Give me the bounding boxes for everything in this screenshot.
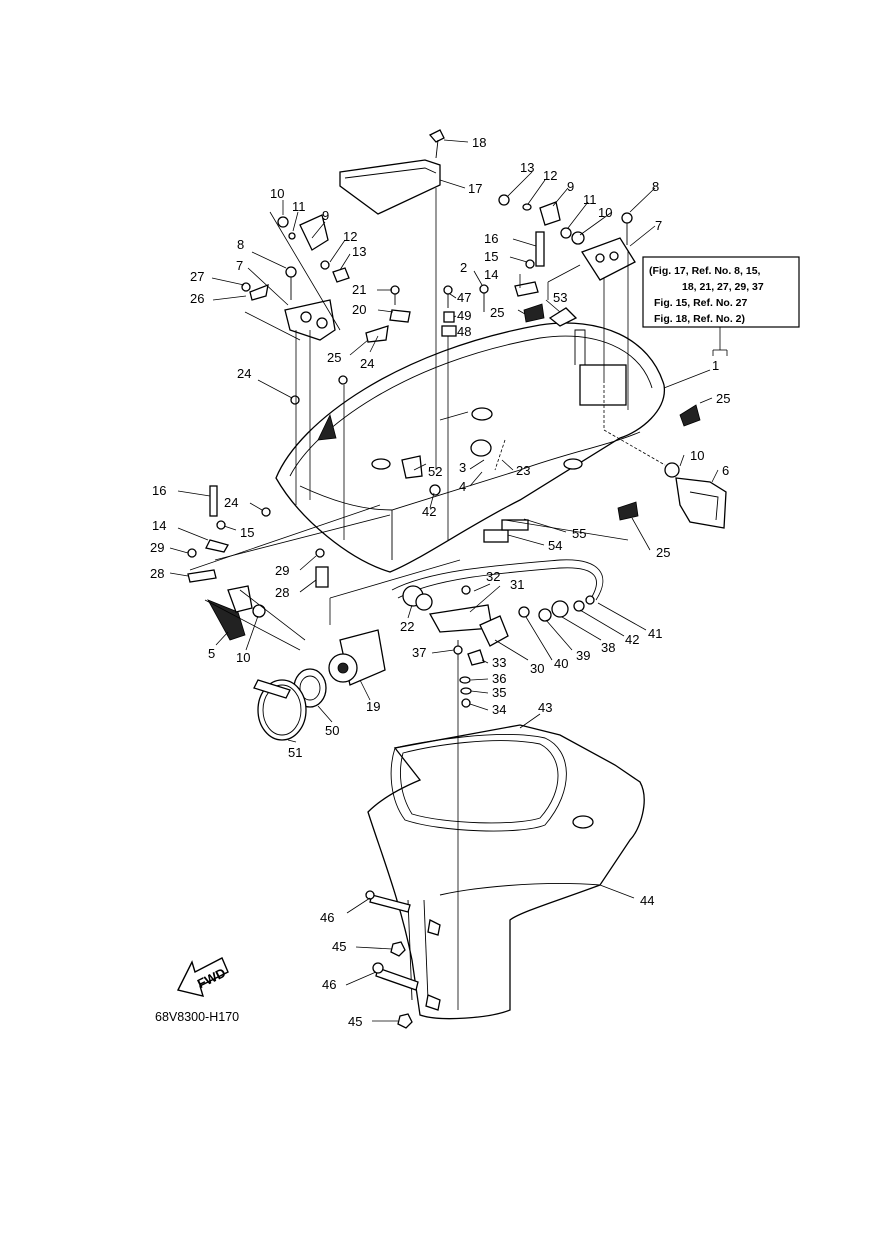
callout: 15 [240,525,254,540]
callout: 25 [716,391,730,406]
callout: 14 [484,267,498,282]
callout: 41 [648,626,662,641]
callout: 13 [520,160,534,175]
callout: 29 [275,563,289,578]
lower-cowling-part [367,724,645,1020]
hook-bracket-right-part [539,201,636,281]
callout: 32 [486,569,500,584]
callout: 30 [530,661,544,676]
callout: 29 [150,540,164,555]
callout: 48 [457,324,471,339]
callout: 6 [722,463,729,478]
callout: 34 [492,702,506,717]
callout: 26 [190,291,204,306]
callout: 49 [457,308,471,323]
callout: 53 [553,290,567,305]
callout: 55 [572,526,586,541]
reference-lines [189,188,666,1010]
callout: 51 [288,745,302,760]
callout: 7 [655,218,662,233]
callout: 37 [412,645,426,660]
note-line-2: 18, 21, 27, 29, 37 [682,281,764,293]
callout: 33 [492,655,506,670]
callout: 46 [322,977,336,992]
callout: 12 [343,229,357,244]
hose-assembly-parts [391,559,604,647]
callout: 8 [652,179,659,194]
callout: 25 [656,545,670,560]
callout: 1 [712,358,719,373]
callout: 5 [208,646,215,661]
callout: 52 [428,464,442,479]
callout: 10 [598,205,612,220]
callout: 24 [237,366,251,381]
drawing-code: 68V8300-H170 [155,1010,239,1024]
callout: 24 [360,356,374,371]
callout: 9 [322,208,329,223]
callout: 11 [292,199,306,214]
callout: 9 [567,179,574,194]
cover-plate-part [339,129,445,215]
callout: 11 [583,192,597,207]
callout: 46 [320,910,334,925]
callout: 25 [490,305,504,320]
callout: 13 [352,244,366,259]
callout: 42 [625,632,639,647]
callout: 15 [484,249,498,264]
callout: 40 [554,656,568,671]
callout: 44 [640,893,654,908]
callout: 4 [459,479,466,494]
callout: 2 [460,260,467,275]
callout-numbers: 18 17 10 11 9 12 13 8 27 7 26 21 20 25 2… [150,135,730,1029]
callout: 45 [332,939,346,954]
callout: 16 [484,231,498,246]
note-line-3: Fig. 15, Ref. No. 27 [654,297,748,309]
latch-lever-parts [207,462,727,641]
callout-leaders [169,139,719,1022]
callout: 36 [492,671,506,686]
callout: 47 [457,290,471,305]
callout: 27 [190,269,204,284]
callout: 54 [548,538,562,553]
hook-bracket-left-part [284,214,336,341]
callout: 45 [348,1014,362,1029]
callout: 39 [576,648,590,663]
mounting-bolt-parts [365,890,441,1029]
callout: 14 [152,518,166,533]
note-line-1: (Fig. 17, Ref. No. 8, 15, [649,265,761,277]
callout: 35 [492,685,506,700]
callout: 28 [150,566,164,581]
note-line-4: Fig. 18, Ref. No. 2) [654,313,745,325]
callout: 19 [366,699,380,714]
bottom-cowling-part [275,322,665,573]
callout: 23 [516,463,530,478]
callout: 31 [510,577,524,592]
fwd-arrow-icon: FWD [176,957,229,997]
callout: 22 [400,619,414,634]
callout: 24 [224,495,238,510]
callout: 17 [468,181,482,196]
callout: 43 [538,700,552,715]
callout: 21 [352,282,366,297]
callout: 20 [352,302,366,317]
callout: 50 [325,723,339,738]
callout: 16 [152,483,166,498]
clip-parts [523,303,701,521]
callout: 25 [327,350,341,365]
callout: 10 [690,448,704,463]
callout: 8 [237,237,244,252]
reference-note-box: (Fig. 17, Ref. No. 8, 15, 18, 21, 27, 29… [642,256,800,356]
callout: 42 [422,504,436,519]
callout: 3 [459,460,466,475]
callout: 28 [275,585,289,600]
callout: 38 [601,640,615,655]
callout: 10 [270,186,284,201]
small-hardware-parts [453,640,485,708]
hose-fitting-parts [253,629,386,741]
callout: 12 [543,168,557,183]
callout: 10 [236,650,250,665]
callout: 7 [236,258,243,273]
callout: 18 [472,135,486,150]
